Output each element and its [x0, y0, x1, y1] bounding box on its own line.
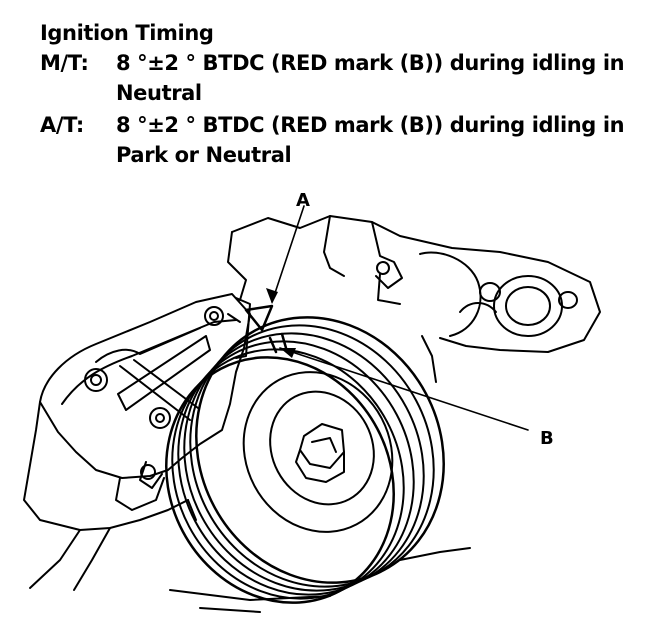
heading: Ignition Timing — [40, 21, 214, 45]
callout-b: B — [540, 428, 554, 449]
spec-at-line2: Park or Neutral — [116, 143, 292, 167]
spec-mt-line2: Neutral — [116, 81, 202, 105]
callout-a: A — [296, 190, 310, 211]
spec-mt-line1: 8 °±2 ° BTDC (RED mark (B)) during idlin… — [116, 51, 625, 75]
spec-at-label: A/T: — [40, 113, 84, 137]
spec-at-line1: 8 °±2 ° BTDC (RED mark (B)) during idlin… — [116, 113, 625, 137]
spec-mt-label: M/T: — [40, 51, 89, 75]
